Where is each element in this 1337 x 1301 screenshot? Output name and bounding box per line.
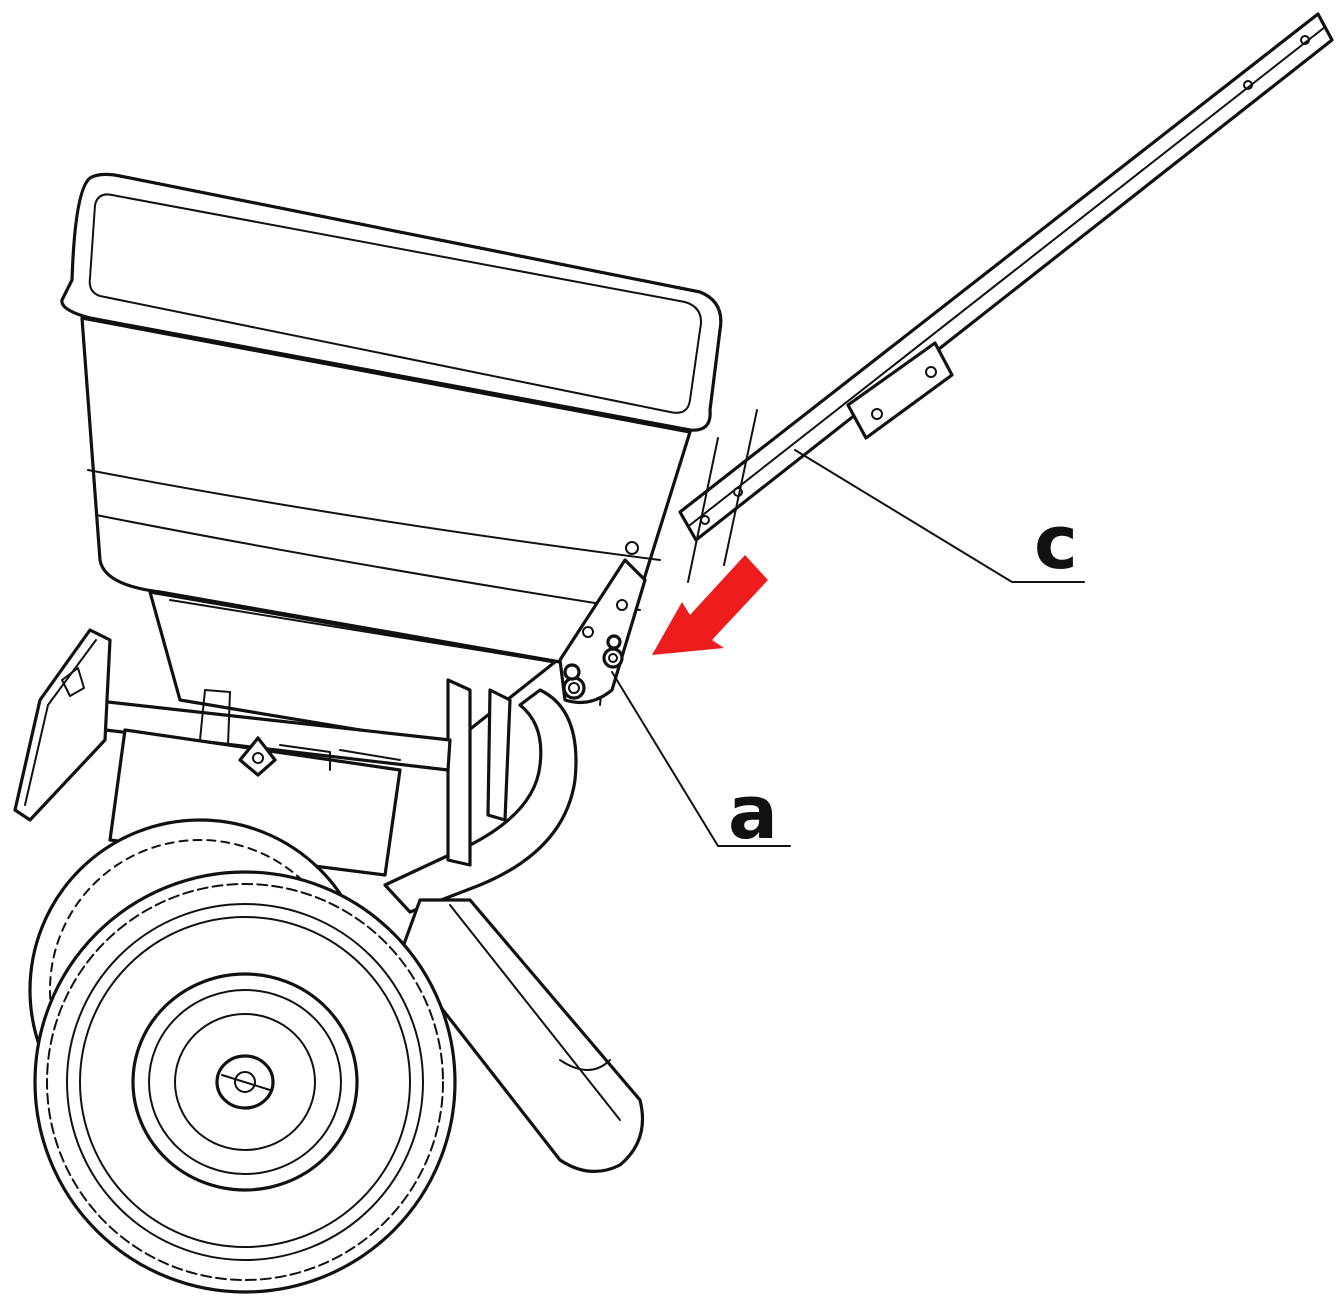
callout-a-leader [611, 671, 791, 847]
front-wheel [33, 870, 457, 1294]
handle-bar [678, 12, 1334, 542]
callout-c-label: c [1034, 500, 1078, 586]
callout-c-leader [794, 449, 1085, 583]
callout-a-label: a [728, 770, 778, 856]
hopper [60, 172, 723, 747]
red-arrow-indicator-icon [652, 555, 768, 655]
side-shield [13, 628, 112, 822]
